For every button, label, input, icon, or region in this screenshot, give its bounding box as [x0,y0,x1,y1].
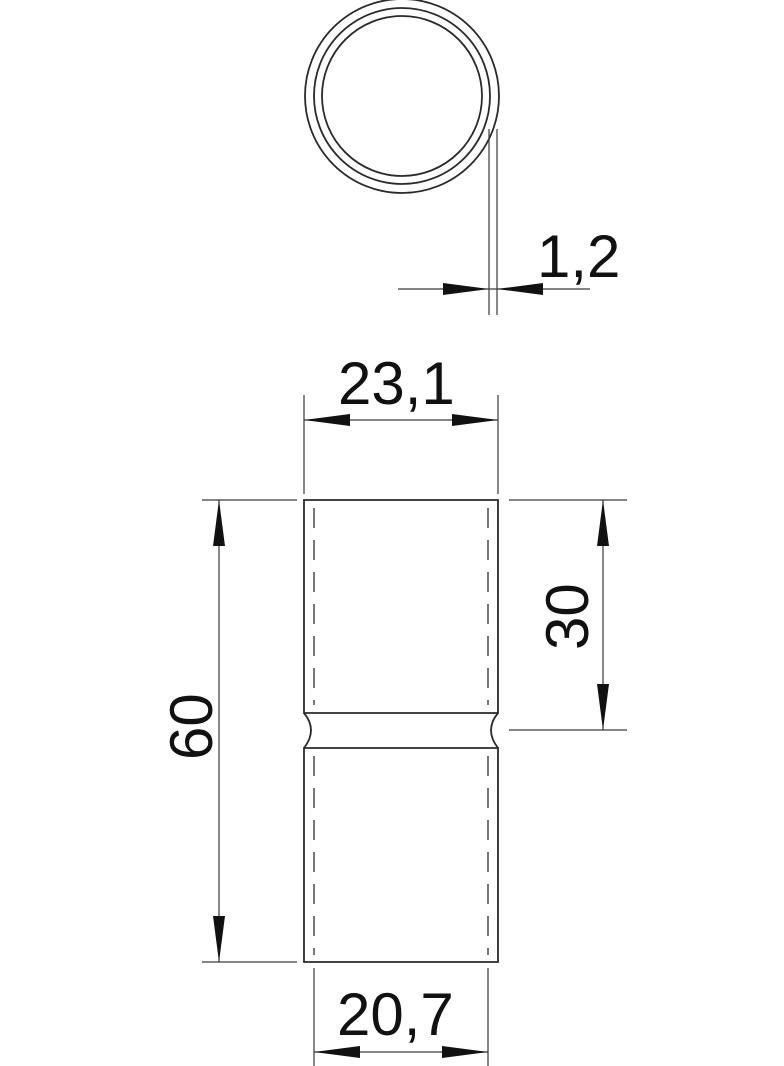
dimension-half-length: 30 [509,499,627,731]
lower-sleeve-outline [303,747,499,963]
arrow-right-icon [452,414,498,426]
arrow-right-icon [443,283,489,295]
arrow-down-icon [597,684,609,730]
side-view [303,499,499,963]
arrow-left-icon [497,283,543,295]
arrow-left-icon [304,414,350,426]
groove-right [490,712,499,749]
dimension-label: 1,2 [537,223,620,290]
dimension-total-length: 60 [158,499,297,963]
dimension-outer-diameter: 23,1 [303,350,499,494]
dimension-label: 20,7 [337,981,454,1048]
dimension-label: 23,1 [338,350,455,417]
arrow-right-icon [442,1046,488,1058]
arrow-down-icon [213,916,225,962]
groove-left [303,712,312,749]
outer-ring [304,0,500,194]
inner-ring [321,15,483,177]
arrow-left-icon [314,1046,360,1058]
middle-ring [313,7,491,185]
arrow-up-icon [213,500,225,546]
dimension-inner-diameter: 20,7 [313,968,489,1066]
end-view [304,0,500,315]
arrow-up-icon [597,500,609,546]
dimension-label: 60 [158,693,225,760]
dimension-label: 30 [534,583,601,650]
upper-sleeve-outline [303,499,499,714]
dimension-wall-thickness: 1,2 [398,223,620,295]
